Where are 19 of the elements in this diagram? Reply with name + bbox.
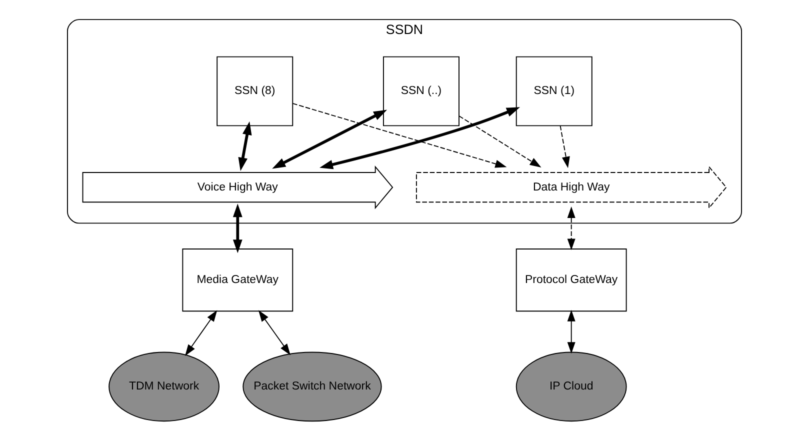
node-ellipse: IP Cloud (516, 352, 627, 422)
node-ellipse: Packet Switch Network (242, 352, 382, 422)
node-box: SSN (1) (516, 56, 592, 126)
arrow (567, 310, 576, 354)
arrow (560, 125, 570, 168)
arrow (272, 110, 388, 169)
arrow (458, 116, 542, 168)
arrow (184, 310, 218, 356)
arrow (238, 121, 252, 171)
arrow (320, 107, 520, 170)
arrow (292, 103, 507, 168)
node-box: SSN (..) (382, 56, 460, 126)
arrow (232, 204, 242, 254)
node-ellipse: TDM Network (108, 352, 220, 422)
node-box: Protocol GateWay (516, 248, 627, 312)
arrow (258, 310, 290, 356)
node-box: Media GateWay (182, 248, 294, 312)
node-box: SSN (8) (216, 56, 294, 126)
arrow (567, 206, 576, 250)
